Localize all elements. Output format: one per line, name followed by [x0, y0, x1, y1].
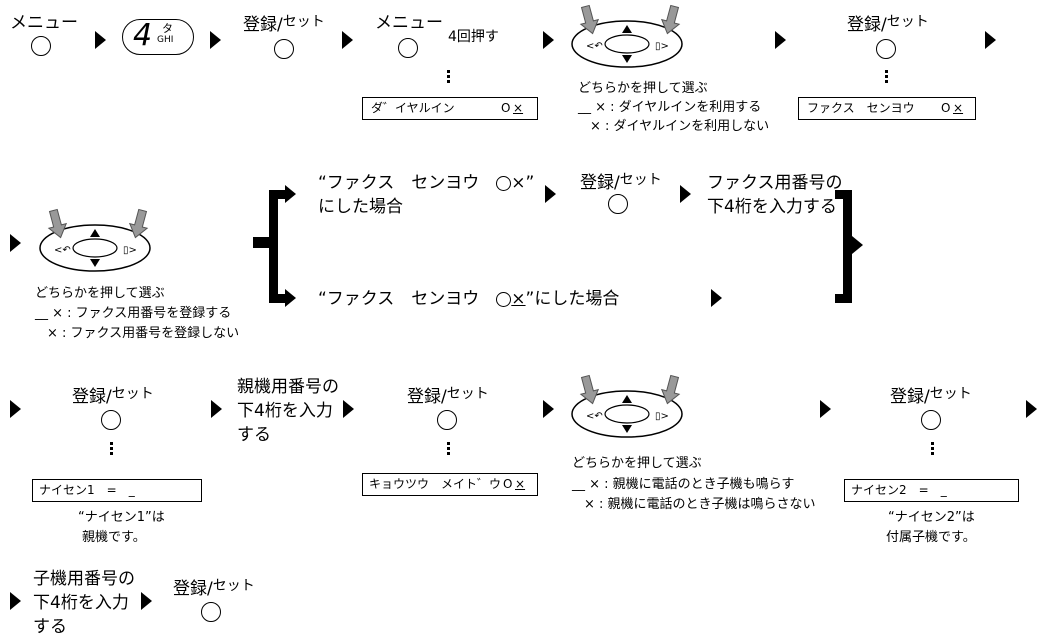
key-4-kana: タ	[162, 22, 173, 35]
key-4-ghi: GHI	[157, 35, 174, 45]
navigation-pad-icon[interactable]: <↶ ▯>	[565, 4, 695, 74]
choose-instruction: どちらかを押して選ぶ	[35, 286, 165, 301]
menu-label: メニュー	[375, 13, 443, 33]
flow-arrow	[10, 592, 21, 610]
register-set-label: 登録/セット	[173, 578, 255, 599]
lcd-kyoutsuu: キョウツウ メイト゛ウ O ×	[362, 473, 538, 496]
register-set-button[interactable]	[274, 39, 294, 59]
option-fax-register: __ × : ファクス用番号を登録する	[35, 306, 232, 321]
svg-text:▯>: ▯>	[655, 41, 669, 52]
fax-case-1-text: “ファクス センヨウ ×”	[318, 173, 535, 193]
lcd-fax-center: ファクス センヨウ O ×	[798, 97, 976, 120]
flow-arrow	[285, 289, 296, 307]
register-set-label: 登録/セット	[890, 386, 972, 407]
flow-arrow	[10, 234, 21, 252]
register-set-label: 登録/セット	[847, 14, 929, 35]
flow-arrow	[343, 400, 354, 418]
register-set-label: 登録/セット	[243, 14, 325, 35]
child-digits-line2: 下4桁を入力	[33, 593, 129, 613]
svg-text:<↶: <↶	[586, 41, 603, 52]
option-fax-noregister: × : ファクス用番号を登録しない	[47, 326, 240, 341]
parent-digits-line3: する	[237, 425, 271, 445]
flow-arrow	[141, 592, 152, 610]
lcd-dial-in: ダ゛イヤルイン O ×	[362, 97, 538, 120]
menu-label: メニュー	[10, 13, 78, 33]
register-set-button[interactable]	[201, 602, 221, 622]
flow-arrow	[342, 31, 353, 49]
child-digits-line1: 子機用番号の	[33, 569, 135, 589]
flow-arrow	[545, 185, 556, 203]
fax-digits-line1: ファクス用番号の	[707, 173, 843, 193]
parent-digits-line1: 親機用番号の	[237, 377, 339, 397]
flow-arrow	[95, 31, 106, 49]
register-set-button[interactable]	[101, 410, 121, 430]
ellipsis	[447, 70, 450, 85]
svg-text:<↶: <↶	[586, 411, 603, 422]
ellipsis	[447, 442, 450, 457]
lcd-naisen2: ナイセン2 = _	[844, 479, 1019, 502]
navigation-pad-icon[interactable]: <↶ ▯>	[33, 208, 163, 278]
svg-text:▯>: ▯>	[655, 411, 669, 422]
register-set-label: 登録/セット	[580, 172, 662, 193]
lcd-naisen1: ナイセン1 = _	[32, 479, 202, 502]
register-set-button[interactable]	[921, 410, 941, 430]
ellipsis	[110, 442, 113, 457]
flow-arrow	[820, 400, 831, 418]
flow-arrow	[285, 185, 296, 203]
child-digits-line3: する	[33, 617, 67, 637]
naisen1-note-line2: 親機です。	[82, 530, 146, 545]
register-set-button[interactable]	[437, 410, 457, 430]
flow-arrow	[985, 31, 996, 49]
merge-bracket	[843, 190, 852, 303]
flow-arrow	[1026, 400, 1037, 418]
flow-arrow	[680, 185, 691, 203]
register-set-button[interactable]	[876, 39, 896, 59]
branch-bracket	[269, 194, 278, 300]
flow-arrow	[211, 400, 222, 418]
circle-icon	[496, 176, 512, 191]
flow-arrow	[852, 236, 863, 254]
flow-arrow	[210, 31, 221, 49]
flow-arrow	[543, 400, 554, 418]
naisen1-note-line1: “ナイセン1”は	[78, 510, 165, 525]
register-set-button[interactable]	[608, 194, 628, 214]
flow-arrow	[711, 289, 722, 307]
fax-case-1-suffix: にした場合	[318, 197, 403, 217]
branch-bottom	[269, 294, 286, 303]
choose-instruction: どちらかを押して選ぶ	[578, 81, 708, 96]
flow-arrow	[10, 400, 21, 418]
option-parent-ring: __ × : 親機に電話のとき子機も鳴らす	[572, 477, 795, 492]
navigation-pad-icon[interactable]: <↶ ▯>	[565, 374, 695, 444]
flow-arrow	[543, 31, 554, 49]
key-4-button[interactable]: 4 タ GHI	[122, 18, 194, 55]
naisen2-note-line2: 付属子機です。	[886, 530, 976, 545]
option-dial-in-use: __ × : ダイヤルインを利用する	[578, 100, 762, 115]
fax-case-2-text: “ファクス センヨウ ×”にした場合	[318, 289, 620, 309]
press-four-times: 4回押す	[448, 29, 499, 45]
flow-arrow	[775, 31, 786, 49]
merge-bottom	[835, 294, 850, 303]
ellipsis	[885, 70, 888, 85]
merge-top	[835, 190, 850, 199]
option-parent-noring: × : 親機に電話のとき子機は鳴らさない	[584, 497, 816, 512]
register-set-label: 登録/セット	[72, 386, 154, 407]
ellipsis	[931, 442, 934, 457]
naisen2-note-line1: “ナイセン2”は	[888, 510, 975, 525]
menu-button[interactable]	[398, 38, 418, 58]
branch-connector	[253, 237, 270, 248]
menu-button[interactable]	[31, 36, 51, 56]
branch-top	[269, 190, 286, 199]
register-set-label: 登録/セット	[407, 386, 489, 407]
choose-instruction: どちらかを押して選ぶ	[572, 456, 702, 471]
parent-digits-line2: 下4桁を入力	[237, 401, 333, 421]
svg-text:<↶: <↶	[54, 245, 71, 256]
option-dial-in-no: × : ダイヤルインを利用しない	[590, 119, 770, 134]
key-4-digit: 4	[133, 18, 153, 53]
circle-icon	[496, 292, 512, 307]
svg-text:▯>: ▯>	[123, 245, 137, 256]
fax-digits-line2: 下4桁を入力する	[707, 197, 837, 217]
